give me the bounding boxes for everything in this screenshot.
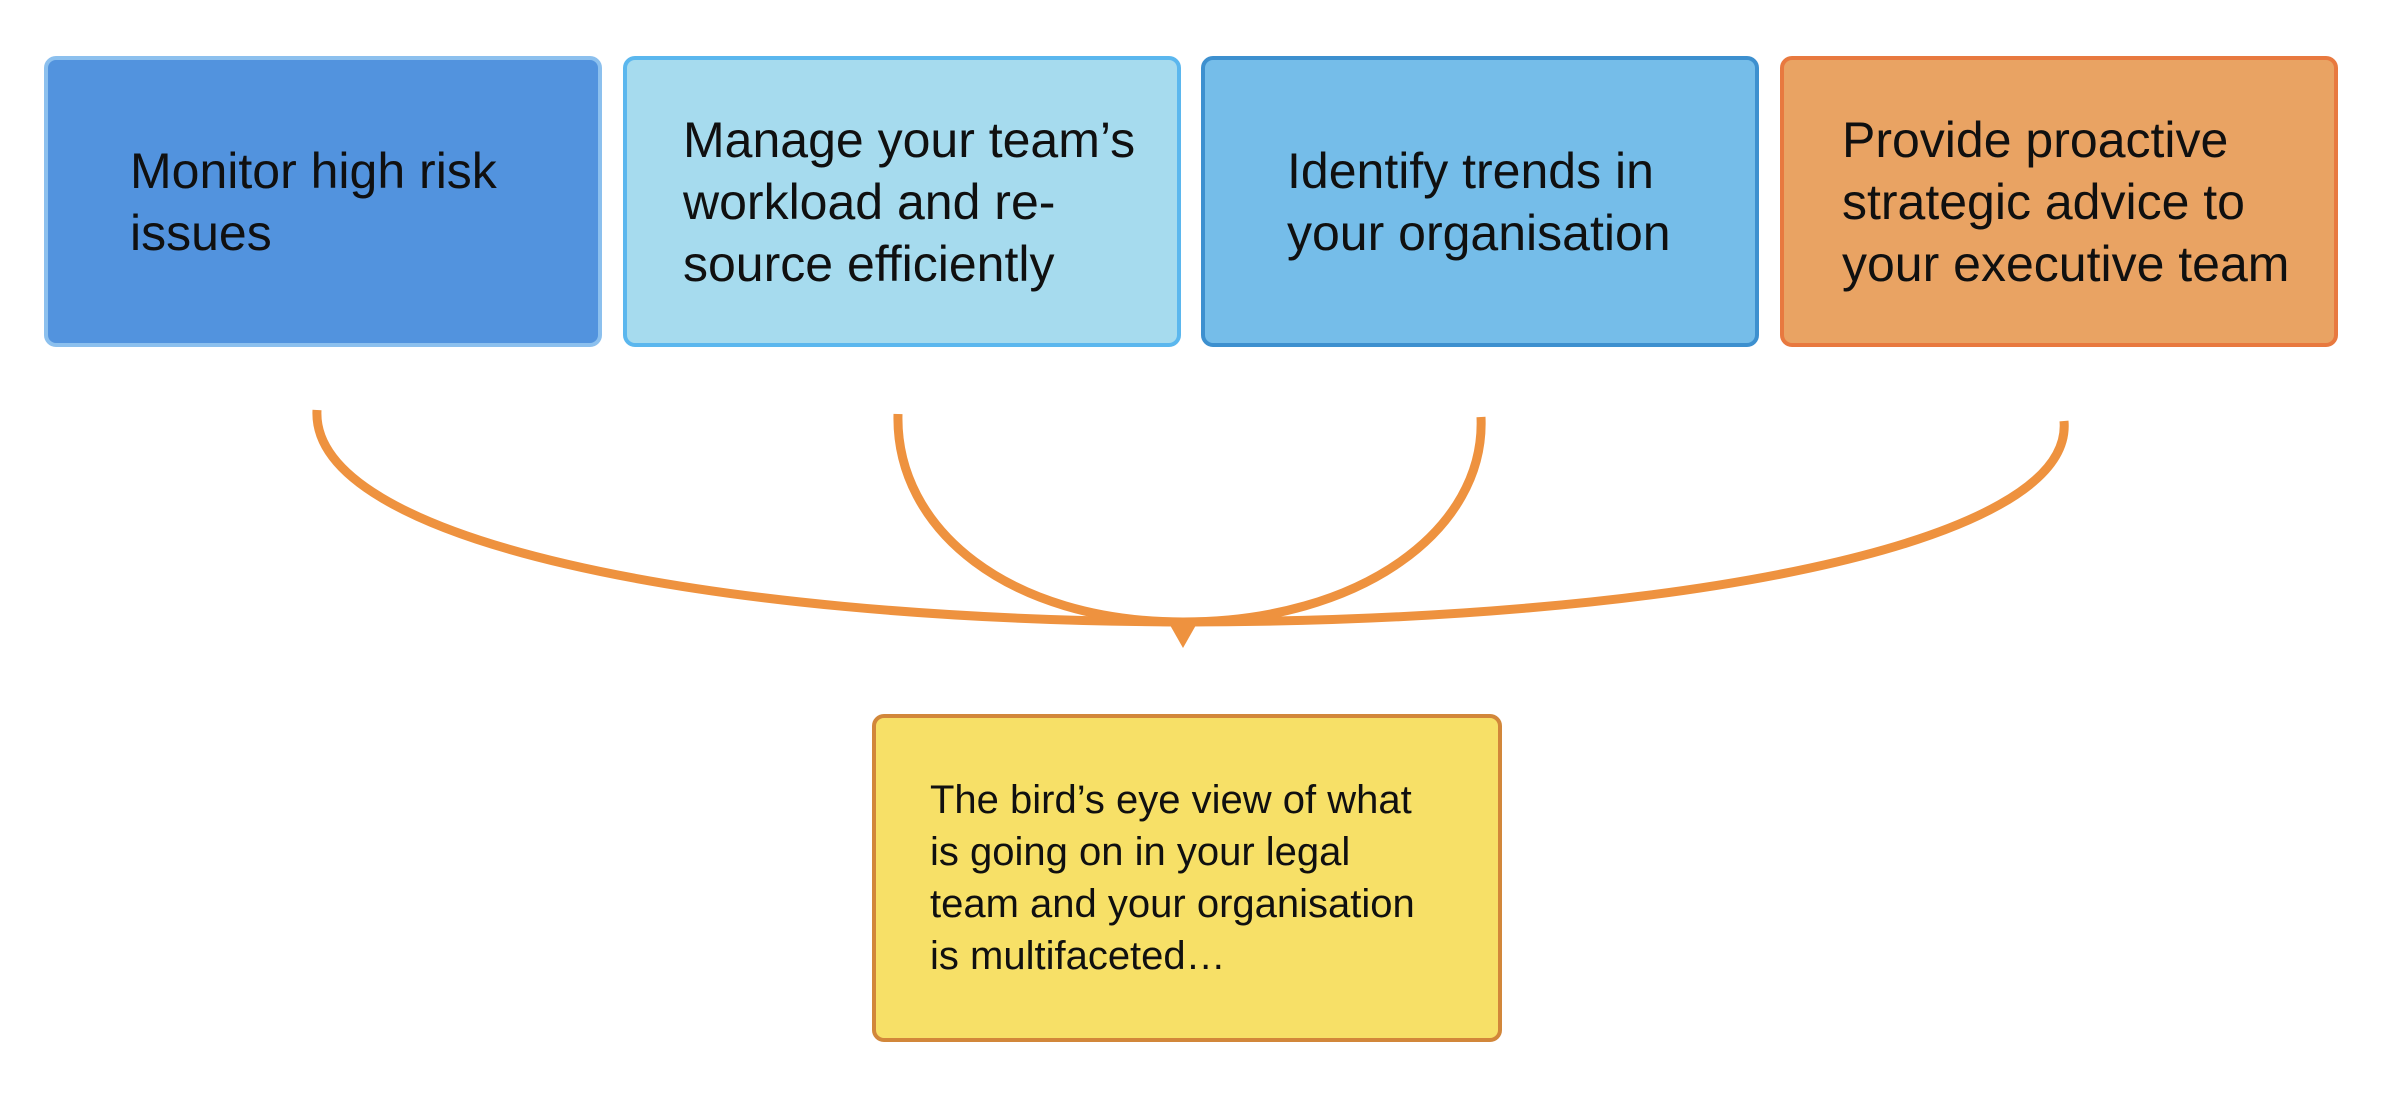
strategic-advice-label: Provide proactive strategic advice to yo…: [1842, 111, 2290, 292]
manage-workload-box: Manage your team’s workload and re- sour…: [623, 56, 1181, 347]
brace-curve-right-outer: [1182, 420, 2069, 627]
summary-box: The bird’s eye view of what is going on …: [872, 714, 1502, 1042]
monitor-high-risk-label: Monitor high risk issues: [130, 142, 497, 261]
identify-trends-label: Identify trends in your organisation: [1287, 142, 1671, 261]
brace-curve-left-inner: [893, 413, 1184, 627]
strategic-advice-box: Provide proactive strategic advice to yo…: [1780, 56, 2338, 347]
manage-workload-label: Manage your team’s workload and re- sour…: [683, 111, 1136, 292]
summary-text: The bird’s eye view of what is going on …: [930, 778, 1415, 978]
brace-curve-left-outer: [312, 409, 1184, 627]
identify-trends-box: Identify trends in your organisation: [1201, 56, 1759, 347]
monitor-high-risk-box: Monitor high risk issues: [44, 56, 602, 347]
brace-curve-right-inner: [1182, 416, 1486, 627]
brace-point: [1166, 618, 1200, 648]
